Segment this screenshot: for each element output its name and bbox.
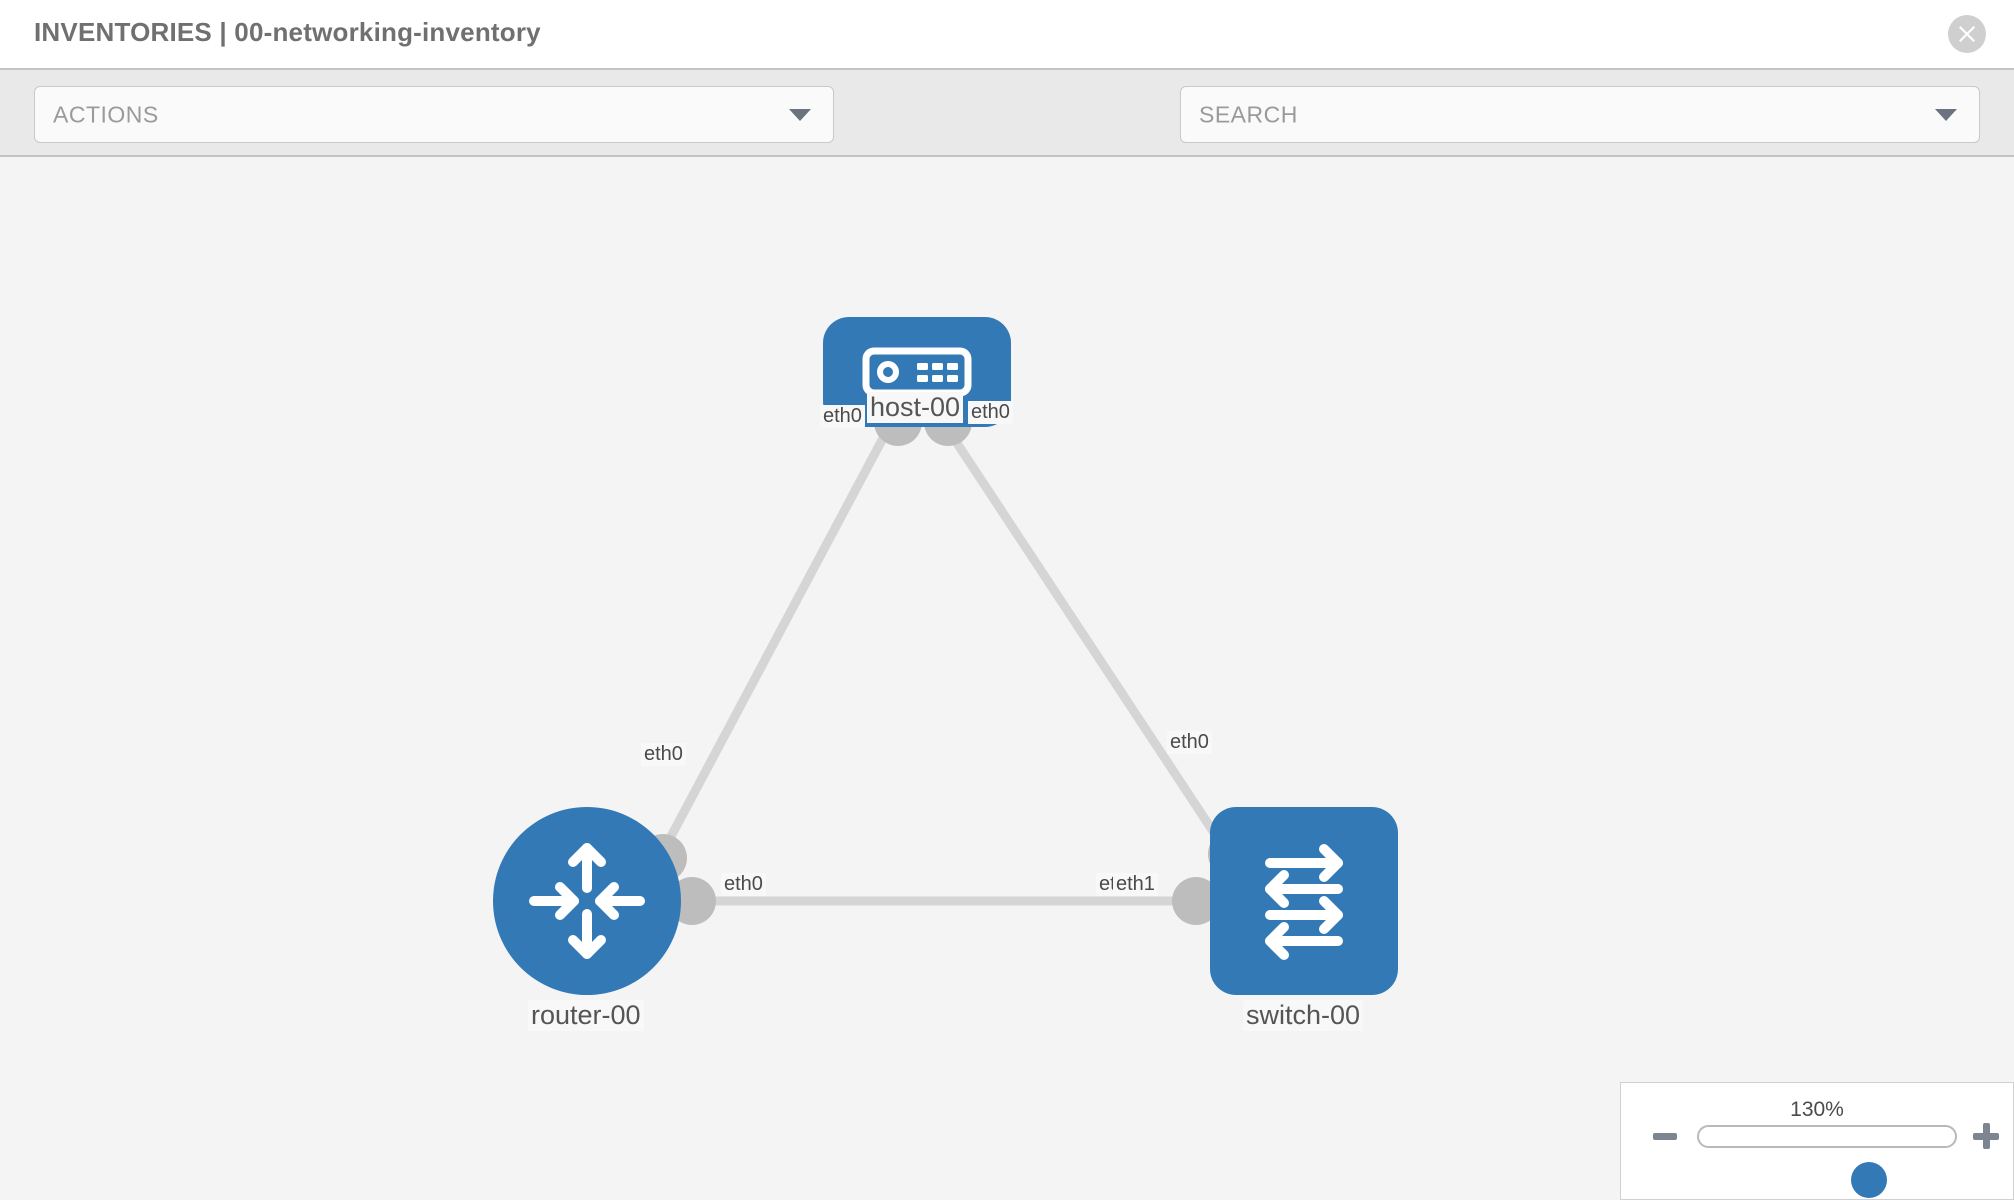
node-label-router-00: router-00 xyxy=(528,1000,644,1031)
chevron-down-icon xyxy=(1935,108,1957,121)
page-title: INVENTORIES | 00-networking-inventory xyxy=(34,17,541,47)
search-input[interactable]: SEARCH xyxy=(1180,86,1980,143)
server-icon xyxy=(862,347,972,397)
toolbar: ACTIONS SEARCH xyxy=(0,68,2014,202)
connector-switch-left xyxy=(1172,877,1220,925)
minus-icon[interactable] xyxy=(1653,1133,1677,1140)
interface-label-switch-left: eth1 xyxy=(1113,873,1158,896)
chevron-down-icon xyxy=(789,108,811,121)
actions-dropdown[interactable]: ACTIONS xyxy=(34,86,834,143)
plus-icon[interactable] xyxy=(1973,1123,1999,1149)
zoom-percent-label: 130% xyxy=(1790,1098,1844,1121)
zoom-control-panel: 130% xyxy=(1620,1082,2014,1200)
close-icon[interactable] xyxy=(1948,15,1986,53)
node-router-00[interactable] xyxy=(493,807,681,995)
topology-edges xyxy=(639,398,1256,925)
zoom-slider[interactable] xyxy=(1697,1125,1957,1198)
interface-label-router-right: eth0 xyxy=(721,873,766,896)
interface-label-router-up: eth0 xyxy=(641,743,686,766)
zoom-slider-thumb[interactable] xyxy=(1851,1162,1887,1198)
edge-host-router xyxy=(656,422,894,860)
page-header: INVENTORIES | 00-networking-inventory xyxy=(0,0,2014,68)
node-switch-00[interactable] xyxy=(1210,807,1398,995)
router-arrows-icon xyxy=(529,843,645,959)
search-placeholder: SEARCH xyxy=(1199,101,1298,127)
node-label-host-00: host-00 xyxy=(867,392,964,423)
edge-host-switch xyxy=(941,422,1234,860)
switch-arrows-icon xyxy=(1265,844,1343,960)
node-label-switch-00: switch-00 xyxy=(1243,1000,1364,1031)
interface-label-host-right: eth0 xyxy=(968,401,1013,424)
interface-label-host-left: eth0 xyxy=(820,405,865,428)
topology-canvas[interactable]: host-00 router-0 xyxy=(0,157,2014,1200)
interface-label-switch-up: eth0 xyxy=(1167,731,1212,754)
actions-dropdown-label: ACTIONS xyxy=(53,101,159,127)
